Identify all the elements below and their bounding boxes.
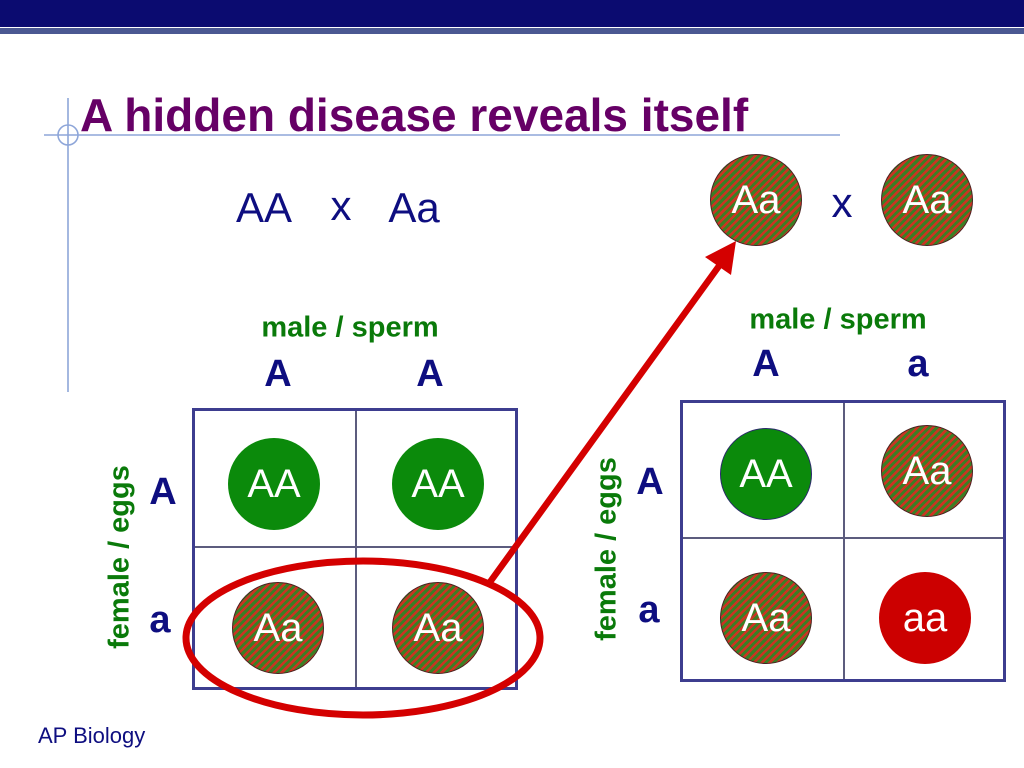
left-male-allele-1: A	[264, 353, 292, 395]
left-parent-1: AA	[235, 184, 293, 231]
grid-divider-horizontal	[195, 546, 515, 548]
left-male-allele-2: A	[416, 353, 444, 395]
left-male-label: male / sperm	[261, 311, 439, 344]
genotype-label: aa	[902, 596, 948, 640]
genotype-label: Aa	[741, 596, 791, 640]
left-cross-symbol: x	[330, 182, 352, 229]
right-cross-symbol: x	[831, 179, 853, 226]
genotype-label: AA	[411, 462, 465, 506]
slide-title: A hidden disease reveals itself	[80, 89, 749, 141]
genotype-label: AA	[247, 462, 301, 506]
top-bar	[0, 0, 1024, 27]
left-female-allele-2: a	[149, 599, 171, 641]
footer-label: AP Biology	[38, 723, 146, 748]
right-offspring-top-right: Aa	[881, 425, 973, 517]
genotype-label: Aa	[253, 606, 303, 650]
grid-divider-vertical	[355, 411, 357, 687]
left-parent-2: Aa	[388, 184, 440, 231]
left-offspring-top-right: AA	[392, 438, 484, 530]
genotype-label: Aa	[413, 606, 463, 650]
right-offspring-bottom-left: Aa	[720, 572, 812, 664]
left-offspring-top-left: AA	[228, 438, 320, 530]
right-parent-1-circle: Aa	[710, 154, 802, 246]
grid-divider-horizontal	[683, 537, 1003, 539]
genotype-label: AA	[739, 452, 793, 496]
right-female-allele-1: A	[636, 461, 664, 503]
left-female-allele-1: A	[149, 471, 177, 513]
right-male-label: male / sperm	[749, 303, 927, 336]
right-parent-2-circle: Aa	[881, 154, 973, 246]
top-stripe	[0, 28, 1024, 34]
left-female-label: female / eggs	[103, 465, 136, 649]
genotype-label: Aa	[731, 178, 781, 222]
right-male-allele-2: a	[907, 343, 929, 385]
right-male-allele-1: A	[752, 343, 780, 385]
right-female-allele-2: a	[638, 589, 660, 631]
right-female-label: female / eggs	[590, 457, 623, 641]
right-offspring-bottom-right: aa	[879, 572, 971, 664]
genotype-label: Aa	[902, 449, 952, 493]
right-offspring-top-left: AA	[720, 428, 812, 520]
grid-divider-vertical	[843, 403, 845, 679]
genotype-label: Aa	[902, 178, 952, 222]
decoration-circle	[57, 124, 79, 146]
left-offspring-bottom-right: Aa	[392, 582, 484, 674]
left-offspring-bottom-left: Aa	[232, 582, 324, 674]
